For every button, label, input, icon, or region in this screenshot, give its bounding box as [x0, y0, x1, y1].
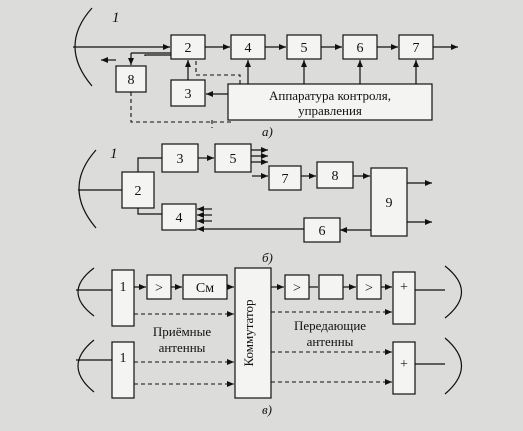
svg-text:7: 7	[413, 41, 420, 56]
svg-text:5: 5	[230, 152, 237, 167]
rx-label-1: Приёмные	[153, 324, 212, 339]
tx-label-1: Передающие	[294, 318, 366, 333]
block-b-6	[303, 217, 341, 243]
panel-c: 1 1 > См Коммутатор > > + +	[76, 265, 462, 417]
block-b-3	[161, 143, 199, 173]
tx-antenna-bottom	[444, 337, 462, 395]
svg-text:>: >	[365, 281, 373, 296]
block-a-5	[286, 34, 322, 60]
panel-a: 1 2 4 5 6 7 8 3 Аппаратура контрол	[73, 7, 458, 139]
svg-text:8: 8	[332, 169, 339, 184]
svg-text:1: 1	[120, 351, 127, 366]
svg-text:4: 4	[176, 211, 183, 226]
sum-block-bottom	[392, 341, 416, 395]
svg-text:5: 5	[301, 41, 308, 56]
svg-text:3: 3	[177, 152, 184, 167]
block-b-7	[268, 165, 302, 191]
rx-label-2: антенны	[159, 340, 206, 355]
tx-label-2: антенны	[307, 334, 354, 349]
block-c-1-bottom	[111, 341, 135, 399]
svg-text:3: 3	[185, 87, 192, 102]
svg-text:Коммутатор: Коммутатор	[241, 299, 256, 366]
svg-text:управления: управления	[298, 103, 362, 118]
svg-text:8: 8	[128, 73, 135, 88]
block-b-4	[161, 203, 197, 231]
dashed-link-a1	[195, 61, 241, 84]
block-a-4	[230, 34, 266, 60]
svg-text:Аппаратура контроля,: Аппаратура контроля,	[269, 88, 391, 103]
block-a-8	[115, 65, 147, 93]
mixer-c	[182, 274, 228, 300]
antenna-number-b: 1	[110, 146, 118, 162]
block-a-2	[170, 34, 206, 60]
caption-b: б)	[262, 250, 273, 265]
svg-text:+: +	[400, 280, 408, 295]
antenna-dish-b	[78, 149, 97, 229]
svg-text:4: 4	[245, 41, 252, 56]
rx-antenna-top	[77, 267, 95, 317]
svg-text:9: 9	[386, 196, 393, 211]
control-box-a	[227, 83, 433, 121]
svg-text:1: 1	[120, 280, 127, 295]
svg-text:7: 7	[282, 172, 289, 187]
block-c-1-top	[111, 269, 135, 327]
commutator-box	[234, 267, 272, 399]
block-a-6	[342, 34, 378, 60]
svg-text:6: 6	[319, 224, 326, 239]
svg-text:>: >	[293, 281, 301, 296]
caption-a: а)	[262, 124, 273, 139]
svg-text:+: +	[400, 357, 408, 372]
panel-b: 1 2 3 5 7 8 9 4 6	[78, 143, 432, 265]
block-b-8	[316, 161, 354, 189]
block-c-empty	[318, 274, 344, 300]
caption-c: в)	[262, 402, 272, 417]
block-b-9	[370, 167, 408, 237]
dashed-link-a2	[130, 92, 233, 123]
rx-antenna-bottom	[77, 339, 95, 393]
block-a-7	[398, 34, 434, 60]
antenna-number-a: 1	[112, 10, 120, 26]
sum-block-top	[392, 271, 416, 325]
svg-text:См: См	[196, 281, 214, 296]
amp-c-2	[284, 274, 310, 300]
svg-text:2: 2	[135, 184, 142, 199]
svg-text:2: 2	[185, 41, 192, 56]
tx-antenna-top	[444, 265, 462, 319]
block-b-5	[214, 143, 252, 173]
svg-text:>: >	[155, 281, 163, 296]
svg-text:6: 6	[357, 41, 364, 56]
